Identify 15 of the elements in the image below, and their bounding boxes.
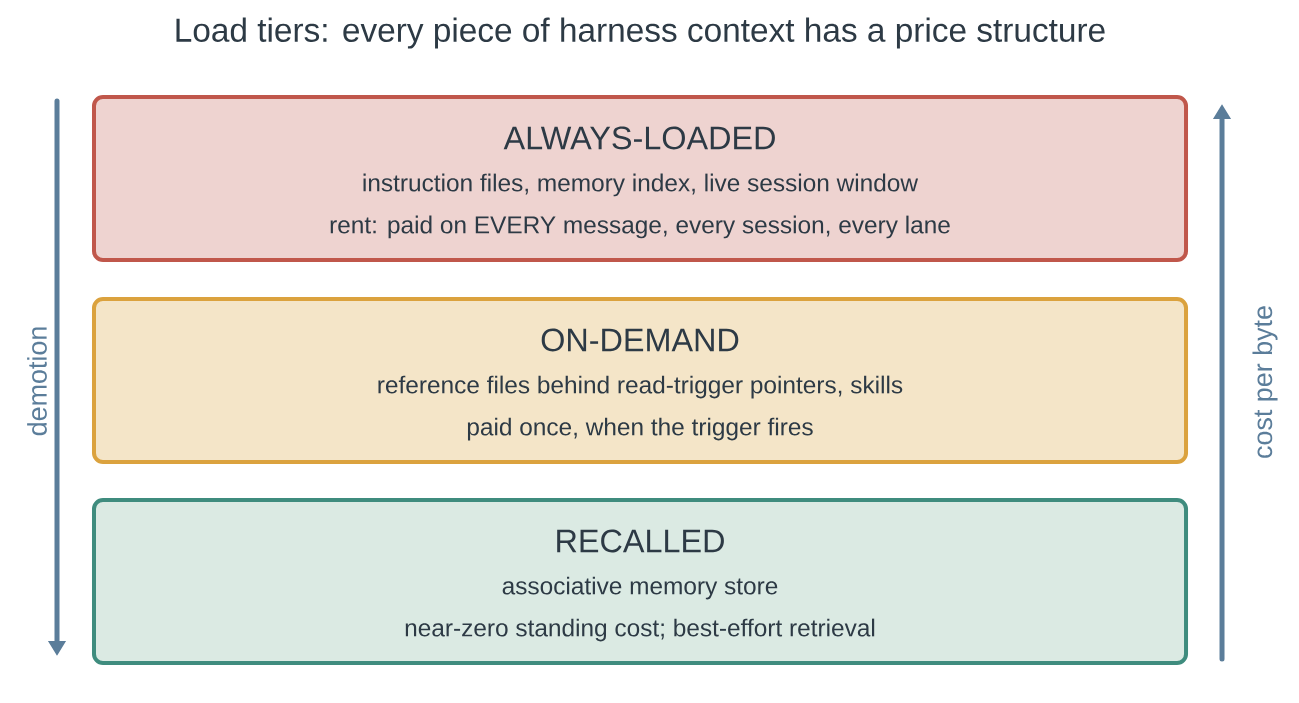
tier-heading: RECALLED [557,529,724,553]
tier-heading: ALWAYS-LOADED [503,126,775,150]
axis-label: demotion [27,327,47,436]
tier-description: paid once, when the trigger fires [467,417,813,441]
axis-label: cost per byte [1252,306,1278,458]
tier-description: instruction files, memory index, live session window [363,173,919,197]
tier-heading: ON-DEMAND [541,328,739,352]
tier-description: rent: paid on EVERY message, every session, every lane [330,215,950,239]
tier-box [92,498,1189,665]
tier-box [92,297,1189,464]
tier-description: reference files behind read-trigger pointers, skills [378,375,903,399]
tier-description: associative memory store [502,576,778,600]
title: Load tiers: every piece of harness context has a price structure [176,17,1105,49]
tier-box [92,95,1189,262]
tier-description: near-zero standing cost; best-effort retrieval [405,618,875,642]
